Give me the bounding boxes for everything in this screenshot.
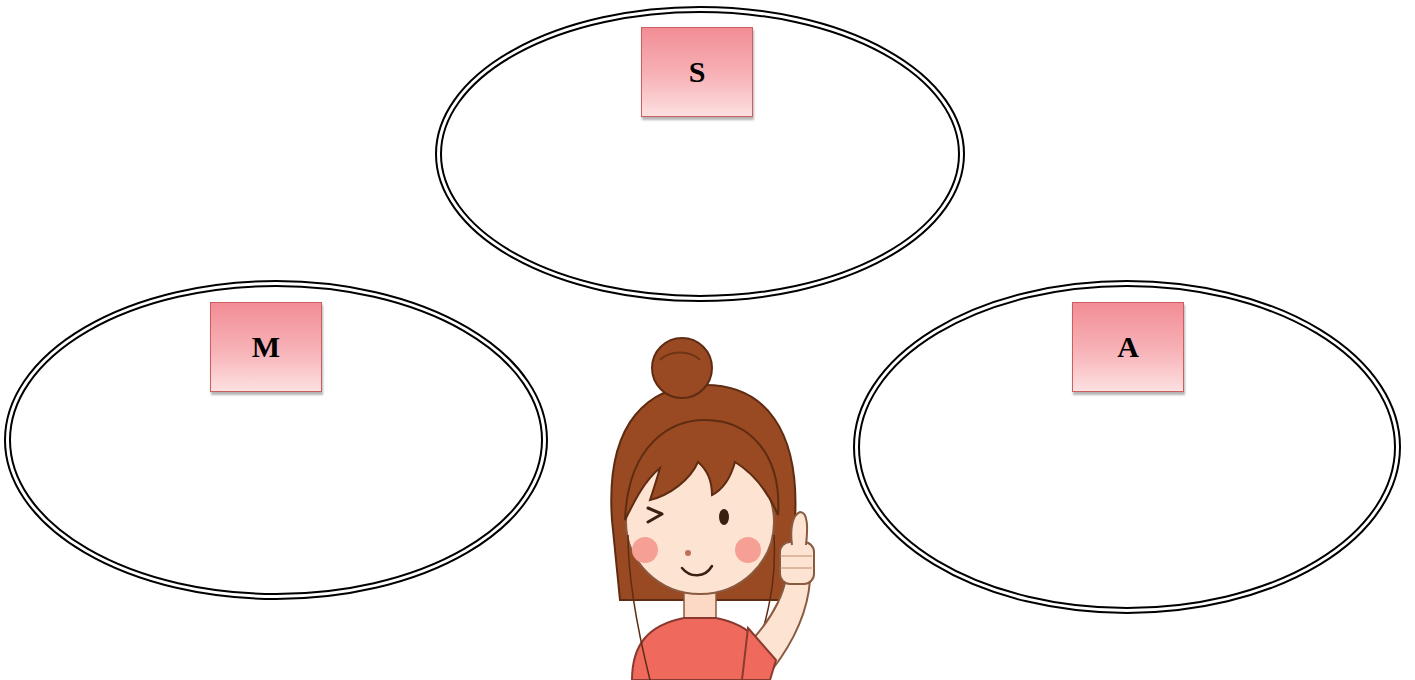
label-box: S: [641, 27, 753, 117]
girl-cartoon: [611, 338, 814, 680]
box-letter: A: [1117, 330, 1139, 364]
label-box: M: [210, 302, 322, 392]
box-letter: M: [252, 330, 280, 364]
label-box: A: [1072, 302, 1184, 392]
double-ellipse: [5, 7, 1400, 613]
box-letter: S: [689, 55, 706, 89]
